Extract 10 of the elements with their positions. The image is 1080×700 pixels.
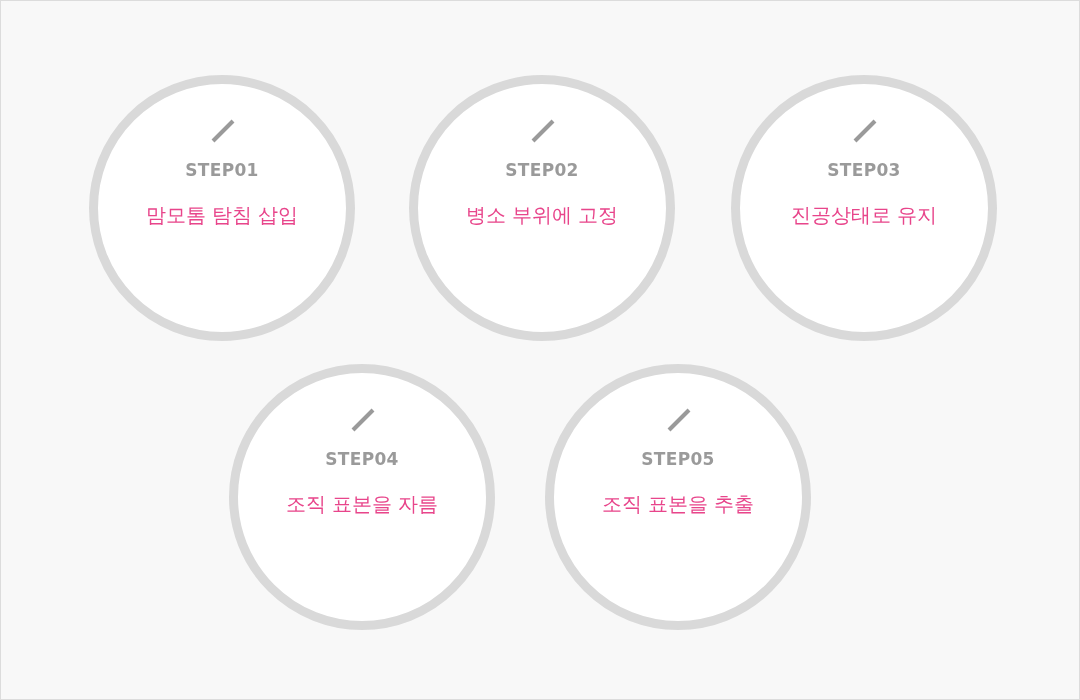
step-number: STEP02 [505, 160, 579, 180]
step-number: STEP05 [641, 449, 715, 469]
step-number: STEP04 [325, 449, 399, 469]
step-number: STEP01 [185, 160, 259, 180]
step-description: 병소 부위에 고정 [466, 204, 618, 226]
step-description: 조직 표본을 추출 [602, 493, 754, 515]
step-description: 맘모톰 탐침 삽입 [146, 204, 298, 226]
step-description: 진공상태로 유지 [791, 204, 937, 226]
step-description: 조직 표본을 자름 [286, 493, 438, 515]
step-number: STEP03 [827, 160, 901, 180]
